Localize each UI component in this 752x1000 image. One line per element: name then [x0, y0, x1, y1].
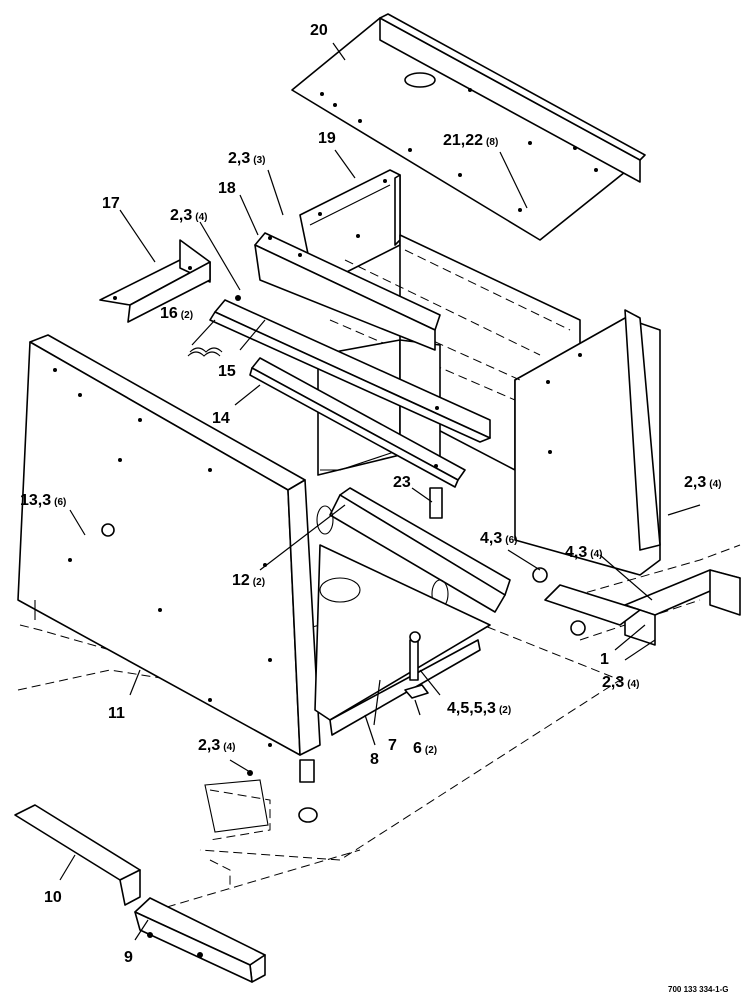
callout-2-3-right: 2,3(4) [684, 474, 721, 491]
part-11-side-panel [17, 334, 321, 756]
part-9-guard [134, 897, 266, 983]
part-1-right-bracket [532, 567, 741, 646]
callout-2-3-top: 2,3(3) [228, 150, 265, 167]
callout-17: 17 [102, 195, 120, 212]
leader-lines [59, 42, 701, 941]
callout-20: 20 [310, 22, 328, 39]
part-15-bar [209, 295, 491, 443]
callout-16: 16(2) [160, 305, 193, 322]
callout-11: 11 [108, 705, 125, 722]
callout-18: 18 [218, 180, 236, 197]
part-23-hinge [429, 487, 443, 519]
drawing-number: 700 133 334-1-G [668, 985, 729, 994]
part-12-bottom-channel [316, 487, 511, 613]
callout-labels: 20 19 21,22(8) 2,3(3) 18 17 2,3(4) 16(2)… [20, 22, 721, 966]
callout-8: 8 [370, 751, 379, 768]
callout-13-3: 13,3(6) [20, 492, 66, 509]
bolt-assembly [404, 631, 429, 699]
callout-1: 1 [600, 651, 609, 668]
callout-9: 9 [124, 949, 133, 966]
part-18-channel [254, 232, 441, 351]
callout-7: 7 [388, 737, 397, 754]
callout-2-3-left: 2,3(4) [198, 737, 235, 754]
callout-2-3-mid: 2,3(4) [170, 207, 207, 224]
callout-4-3-b: 4,3(4) [565, 544, 602, 561]
callout-14: 14 [212, 410, 230, 427]
part-20-top-cover [291, 13, 646, 241]
callout-4-5-5-3: 4,5,5,3(2) [447, 700, 511, 717]
part-7-floor-plate [314, 544, 491, 736]
callout-23: 23 [393, 474, 411, 491]
part-16-clip [187, 347, 223, 357]
bottom-fasteners [247, 743, 318, 823]
callout-21-22: 21,22(8) [443, 132, 498, 149]
callout-4-3-a: 4,3(6) [480, 530, 517, 547]
callout-6: 6(2) [413, 740, 437, 757]
callout-12: 12(2) [232, 572, 265, 589]
callout-19: 19 [318, 130, 336, 147]
callout-15: 15 [218, 363, 236, 380]
callout-10: 10 [44, 889, 62, 906]
part-17-corner-bracket [99, 239, 211, 323]
part-14-rail [249, 357, 466, 488]
callout-2-3-bracket: 2,3(4) [602, 674, 639, 691]
part-10-deflector [14, 804, 141, 906]
